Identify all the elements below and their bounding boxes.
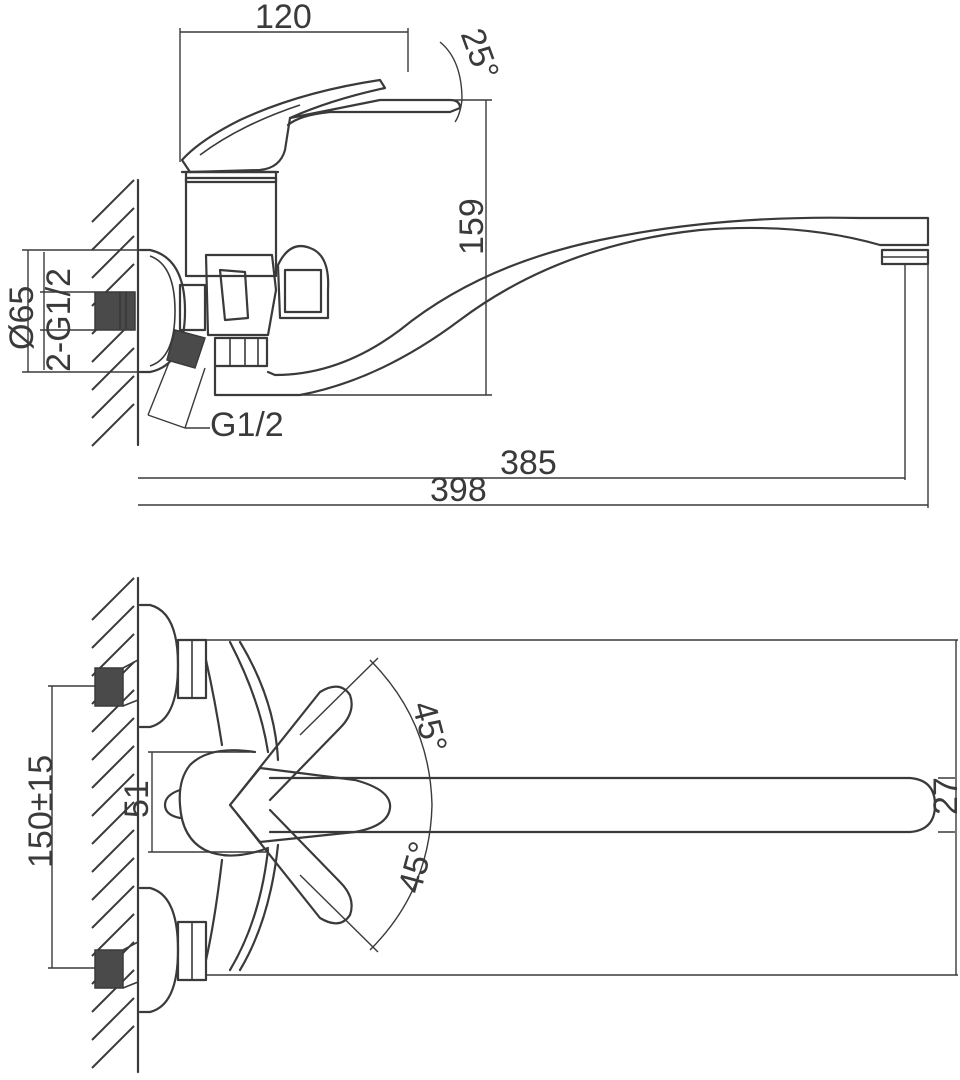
dim-150: 150±15 (22, 685, 95, 969)
dim-120: 120 (179, 0, 409, 162)
angle-upper-label: 45° (404, 697, 454, 757)
upper-inlet-thread (94, 667, 124, 707)
top-view: 45° 45° 51 27 150±15 (22, 576, 960, 1074)
mixer-body-top (178, 749, 270, 857)
outlet-thread-label: G1/2 (210, 406, 284, 444)
angle-lower-label: 45° (391, 838, 441, 898)
handle-lower (236, 808, 353, 925)
svg-text:159: 159 (453, 198, 491, 255)
wall-hatching-bottom (91, 576, 140, 1074)
lever-handle (180, 78, 387, 174)
svg-text:398: 398 (430, 471, 487, 509)
svg-text:2-G1/2: 2-G1/2 (40, 268, 78, 372)
spout (213, 216, 930, 397)
dim-diameter: Ø65 2-G1/2 (3, 249, 140, 373)
lower-flange (138, 886, 180, 1014)
upper-flange (138, 603, 180, 729)
diverter-knob (276, 244, 330, 320)
dim-25deg: 25° (439, 23, 506, 123)
svg-text:51: 51 (118, 780, 156, 818)
dim-159: 159 (300, 99, 492, 396)
mixer-body (184, 176, 278, 278)
spout-top (268, 776, 937, 834)
dim-51: 51 (118, 751, 268, 853)
svg-text:120: 120 (255, 0, 312, 36)
svg-text:385: 385 (500, 444, 557, 482)
handle-center (228, 766, 392, 844)
handle-upper (236, 685, 353, 802)
svg-text:Ø65: Ø65 (3, 286, 41, 350)
inlet-thread (94, 291, 136, 331)
dim-lengths: 385 398 (138, 265, 929, 509)
svg-text:25°: 25° (453, 23, 506, 84)
svg-text:150±15: 150±15 (22, 755, 60, 868)
svg-text:27: 27 (927, 777, 960, 815)
lower-inlet-thread (94, 949, 124, 989)
side-view: 120 25° 159 Ø65 2-G1/2 G1/2 (3, 0, 930, 509)
eccentric-connector (166, 329, 206, 369)
wall-flange (138, 248, 187, 374)
dim-27: 27 (927, 640, 960, 975)
